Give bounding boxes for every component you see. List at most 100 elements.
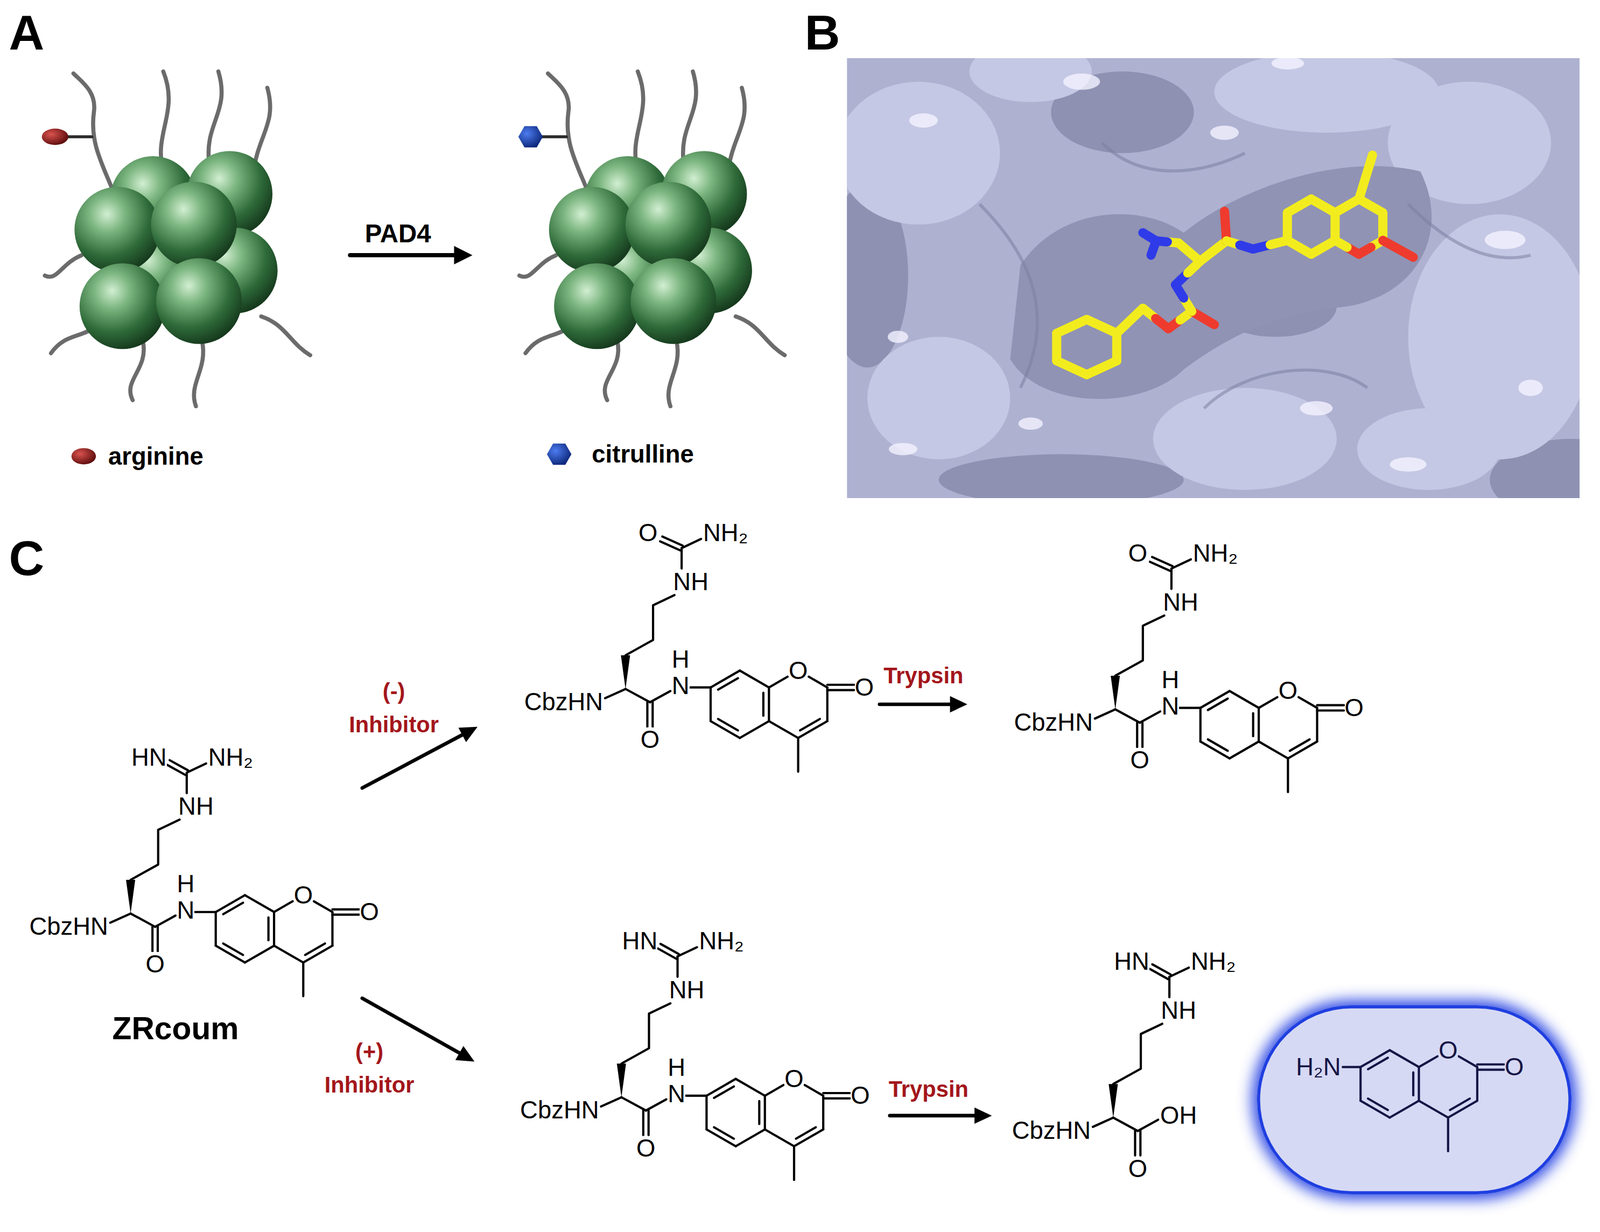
histone-tail — [73, 73, 115, 194]
double-bond-line — [657, 948, 677, 959]
inner-double-bond — [1367, 1057, 1388, 1069]
stereo-wedge — [125, 879, 136, 914]
bond-line — [1229, 741, 1259, 759]
surface-highlight — [887, 330, 909, 343]
panel-a-artwork — [41, 71, 785, 466]
reagent-label: Trypsin — [883, 664, 964, 687]
atom-label: CbzHN — [1013, 710, 1093, 735]
bond-line — [272, 911, 276, 946]
bond-line — [1315, 707, 1318, 742]
bond-line — [1458, 1056, 1478, 1068]
atom-label: O — [1128, 1156, 1148, 1181]
atom-label: O — [1130, 747, 1149, 773]
atom-label: H — [1161, 667, 1180, 692]
bond-line — [1113, 1117, 1138, 1132]
surface-lobe — [867, 337, 1010, 460]
bond-line — [274, 945, 304, 963]
bond-line — [605, 689, 626, 699]
bond-line — [685, 1094, 707, 1097]
bond-line — [155, 915, 176, 927]
atom-label: N — [667, 1081, 686, 1106]
histone-tail — [261, 316, 311, 356]
double-bond-line — [651, 702, 654, 727]
bond-line — [186, 763, 207, 773]
inner-double-bond — [1208, 739, 1228, 751]
atom-label: NH — [672, 569, 709, 594]
inner-double-bond — [718, 677, 739, 690]
ligand-bond — [1086, 319, 1118, 334]
ligand-bond — [1200, 240, 1227, 262]
fluorescent-product-box: H₂NOO — [1257, 1005, 1572, 1195]
panel-letter: C — [8, 533, 45, 583]
bond-line — [735, 1128, 766, 1146]
histone-tail — [208, 71, 222, 164]
molecule-bonds — [600, 943, 850, 1180]
atom-label: CbzHN — [1012, 1118, 1092, 1143]
bond-line — [1169, 967, 1189, 977]
bond-line — [1258, 697, 1278, 708]
atom-label: N — [177, 897, 195, 923]
double-bond-line — [151, 926, 154, 951]
ligand-bond — [1116, 307, 1143, 333]
bond-line — [767, 687, 770, 722]
bond-line — [1419, 1100, 1449, 1118]
double-bond-line — [1477, 1063, 1505, 1066]
bond-line — [681, 538, 701, 549]
double-bond-line — [646, 702, 649, 727]
inner-double-bond — [1412, 1072, 1415, 1096]
atom-label: CbzHN — [524, 689, 604, 714]
atom-label: O — [638, 520, 658, 545]
histone-sphere — [553, 263, 640, 349]
bond-line — [735, 1078, 766, 1096]
nucleosome — [41, 71, 311, 407]
surface-highlight — [1390, 457, 1427, 472]
stereo-wedge — [1110, 675, 1120, 710]
double-bond-line — [1149, 968, 1169, 979]
histone-sphere — [549, 186, 635, 273]
reaction-arrow — [362, 733, 465, 788]
bond-line — [130, 913, 156, 928]
surface-highlight — [1210, 125, 1239, 140]
histone-sphere — [156, 258, 242, 345]
residue-stick — [67, 135, 92, 139]
bond-line — [1359, 1067, 1362, 1101]
bond-line — [302, 962, 305, 997]
bond-line — [1095, 709, 1116, 719]
surface-highlight — [1300, 401, 1333, 416]
bond-line — [1418, 1067, 1421, 1101]
molecule-drawing — [1257, 1005, 1572, 1195]
double-bond-line — [1317, 709, 1345, 712]
histone-tail — [130, 340, 144, 400]
bond-line — [739, 720, 769, 738]
surface-highlight — [1271, 58, 1305, 70]
double-bond-line — [1317, 704, 1345, 707]
atom-label: O — [784, 1066, 804, 1091]
bond-line — [822, 1095, 825, 1130]
atom-label: HN — [622, 928, 658, 953]
surface-lobe — [846, 81, 1000, 225]
ligand-bond — [1086, 360, 1118, 375]
surface-highlight — [1063, 73, 1100, 90]
bond-line — [649, 690, 671, 703]
reagent-label: Trypsin — [888, 1077, 969, 1101]
legend-text: citrulline — [591, 441, 694, 467]
histone-sphere — [625, 181, 712, 268]
legend-swatch — [546, 443, 572, 465]
surface-highlight — [909, 113, 938, 128]
atom-label: H — [667, 1055, 686, 1080]
histone-tail — [735, 316, 785, 356]
bond-line — [808, 676, 827, 688]
histone-sphere — [151, 181, 237, 268]
double-bond-line — [827, 683, 855, 686]
surface-crevice — [938, 454, 1184, 499]
bond-line — [804, 1084, 824, 1096]
histone-sphere — [74, 186, 160, 273]
atom-label: O — [1278, 678, 1298, 703]
bond-line — [763, 1095, 767, 1130]
bond-line — [677, 946, 698, 957]
inner-double-bond — [223, 943, 244, 955]
atom-label: O — [1128, 541, 1148, 566]
bond-line — [1298, 697, 1317, 708]
atom-label: O — [1344, 695, 1364, 720]
double-bond-line — [660, 541, 681, 551]
